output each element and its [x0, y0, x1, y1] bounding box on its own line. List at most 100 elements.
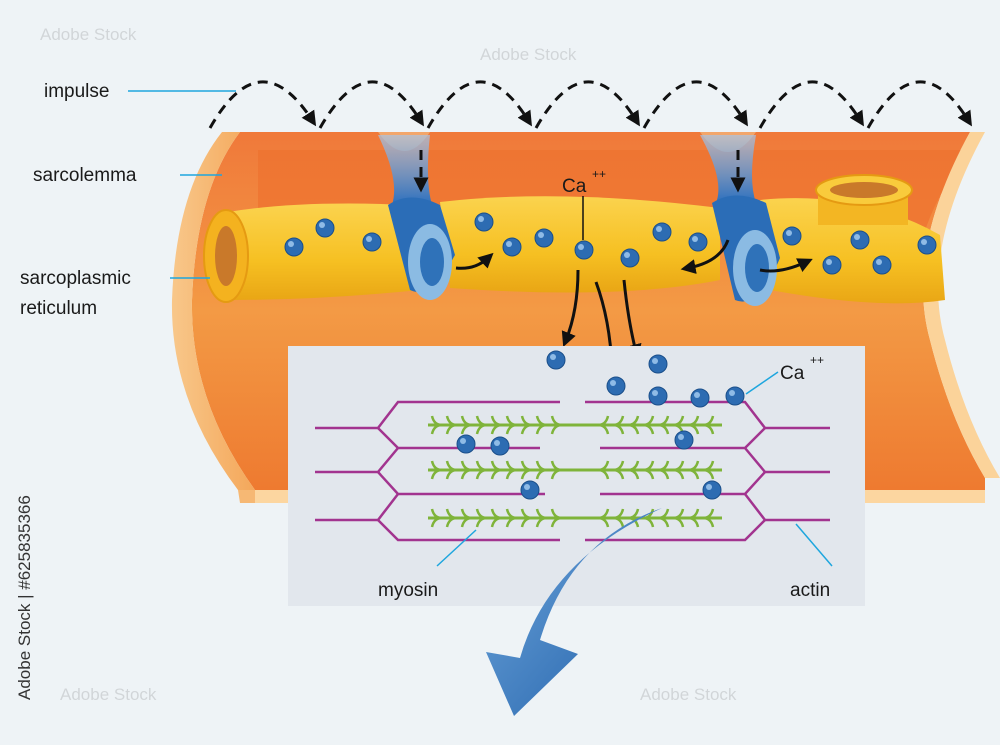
myosin-head	[460, 415, 473, 435]
myosin-head	[445, 508, 458, 528]
myosin-head	[520, 508, 533, 528]
myosin-head	[702, 415, 715, 435]
myosin-head	[475, 415, 488, 435]
myosin-head	[597, 460, 610, 480]
watermark-id: Adobe Stock | #625835366	[15, 495, 34, 700]
calcium-ion-highlight	[652, 358, 658, 364]
myosin-head	[520, 415, 533, 435]
calcium-ion-highlight	[729, 390, 735, 396]
myosin-head	[657, 415, 670, 435]
calcium-ion-highlight	[692, 236, 698, 242]
myosin-head	[445, 415, 458, 435]
label-reticulum: reticulum	[20, 298, 97, 319]
myosin-head	[597, 415, 610, 435]
myosin-head	[430, 415, 443, 435]
calcium-ion-highlight	[786, 230, 792, 236]
calcium-ion-highlight	[288, 241, 294, 247]
myosin-head	[612, 415, 625, 435]
calcium-ion-highlight	[854, 234, 860, 240]
calcium-ion-highlight	[826, 259, 832, 265]
calcium-ion	[606, 376, 626, 396]
calcium-ion	[782, 226, 802, 246]
myosin-head	[535, 508, 548, 528]
impulse-arrows	[208, 80, 972, 193]
myosin-head	[702, 460, 715, 480]
myosin-head	[597, 508, 610, 528]
calcium-ion-highlight	[550, 354, 556, 360]
calcium-ion	[456, 434, 476, 454]
calcium-ion	[648, 386, 668, 406]
watermark-text: Adobe Stock	[40, 25, 137, 44]
t-tubule-right	[700, 135, 780, 306]
myosin-head	[627, 460, 640, 480]
calcium-ion	[362, 232, 382, 252]
myosin-head	[460, 508, 473, 528]
myosin-head	[490, 460, 503, 480]
myosin-head	[657, 508, 670, 528]
calcium-ion-highlight	[624, 252, 630, 258]
calcium-ion	[872, 255, 892, 275]
myosin-head	[687, 415, 700, 435]
label-ca-inset-charge: ++	[810, 353, 824, 367]
watermark-text: Adobe Stock	[60, 685, 157, 704]
myosin-head	[475, 508, 488, 528]
calcium-ion	[917, 235, 937, 255]
calcium-ion-highlight	[706, 484, 712, 490]
calcium-ion	[702, 480, 722, 500]
label-myosin: myosin	[378, 580, 438, 601]
myosin-head	[505, 460, 518, 480]
label-ca-top: Ca	[562, 176, 587, 197]
myosin-head	[490, 415, 503, 435]
myosin-head	[642, 508, 655, 528]
calcium-ion-highlight	[538, 232, 544, 238]
myosin-head	[430, 508, 443, 528]
myosin-head	[520, 460, 533, 480]
myosin-head	[460, 460, 473, 480]
myosin-head	[702, 508, 715, 528]
myosin-head	[550, 508, 563, 528]
calcium-ion	[822, 255, 842, 275]
calcium-ion-highlight	[506, 241, 512, 247]
myosin-head	[612, 460, 625, 480]
label-sarcolemma: sarcolemma	[33, 165, 137, 186]
calcium-ion-highlight	[460, 438, 466, 444]
myosin-head	[505, 415, 518, 435]
actin-filaments	[315, 400, 830, 542]
label-impulse: impulse	[44, 81, 109, 102]
myosin-head	[535, 460, 548, 480]
label-ca-top-charge: ++	[592, 167, 606, 181]
calcium-ion-highlight	[524, 484, 530, 490]
myosin-head	[642, 415, 655, 435]
myosin-head	[672, 508, 685, 528]
leader-lines	[128, 90, 833, 567]
myosin-head	[475, 460, 488, 480]
calcium-ion	[674, 430, 694, 450]
watermark-text: Adobe Stock	[640, 685, 737, 704]
myosin-head	[505, 508, 518, 528]
label-actin: actin	[790, 580, 830, 601]
calcium-ion-highlight	[876, 259, 882, 265]
myosin-head	[612, 508, 625, 528]
calcium-ion-highlight	[319, 222, 325, 228]
myosin-heads	[430, 415, 715, 528]
myosin-head	[445, 460, 458, 480]
calcium-ion-highlight	[578, 244, 584, 250]
calcium-ion	[284, 237, 304, 257]
myosin-head	[642, 460, 655, 480]
calcium-ion	[546, 350, 566, 370]
calcium-ion	[534, 228, 554, 248]
calcium-ion	[502, 237, 522, 257]
calcium-ion-highlight	[494, 440, 500, 446]
zoom-arrow	[486, 508, 662, 716]
label-sarcoplasmic: sarcoplasmic	[20, 268, 131, 289]
calcium-ion	[690, 388, 710, 408]
calcium-ion-highlight	[478, 216, 484, 222]
calcium-ions	[284, 212, 937, 500]
calcium-ion-highlight	[656, 226, 662, 232]
myosin-head	[550, 460, 563, 480]
myosin-head	[657, 460, 670, 480]
myosin-head	[672, 460, 685, 480]
myosin-head	[430, 460, 443, 480]
calcium-ion	[620, 248, 640, 268]
